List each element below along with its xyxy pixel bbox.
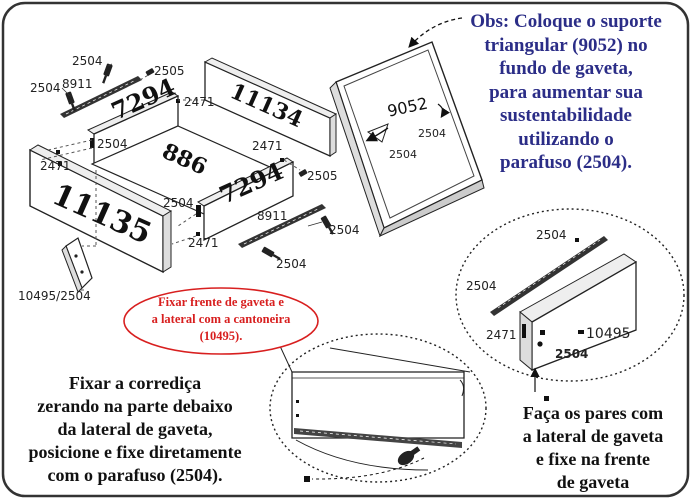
label-cam: 2471 (40, 159, 71, 173)
label-angle-combo: 10495/2504 (18, 289, 91, 303)
hardware-marks (56, 99, 284, 236)
slide-fixing-ellipse (269, 333, 487, 483)
label-slide: 8911 (62, 77, 93, 91)
front-panel (28, 144, 173, 274)
label-cam: 2471 (184, 95, 215, 109)
label-screw: 2504 (30, 81, 61, 95)
label-screw: 2504 (536, 228, 567, 242)
obs-line: fundo de gaveta, (499, 58, 633, 79)
instruction-line: Faça os pares com (522, 403, 664, 423)
slide-rail-bottom (238, 204, 326, 248)
corner-bracket (61, 237, 93, 293)
label-screw: 2504 (97, 137, 128, 151)
label-cam: 2471 (188, 236, 219, 250)
label-slide: 8911 (257, 209, 288, 223)
label-screw: 2504 (389, 148, 417, 161)
label-cam: 2471 (252, 139, 283, 153)
label-screw: 2504 (418, 127, 446, 140)
instruction-line: Fixar a corrediça (68, 373, 202, 393)
instruction-line: posicione e fixe diretamente (28, 442, 242, 462)
label-screw: 2504 (466, 279, 497, 293)
left-side-panel (86, 91, 180, 166)
drawer-bottom-view (329, 41, 485, 238)
note-line: a lateral com a cantoneira (151, 312, 291, 326)
label-cam: 2471 (486, 328, 517, 342)
label-dowel: 2505 (307, 169, 338, 183)
back-panel (203, 57, 338, 158)
label-angle: 10495 (586, 326, 631, 342)
red-note-ellipse (123, 287, 319, 355)
slide-fixing-instruction: Fixar a corrediça zerando na parte debai… (4, 372, 266, 487)
pairing-instruction: Faça os pares com a lateral de gaveta e … (500, 402, 686, 494)
obs-line: parafuso (2504). (500, 152, 632, 173)
instruction-line: com o parafuso (2504). (47, 465, 223, 485)
front-bracket-note: Fixar frente de gaveta e a lateral com a… (125, 294, 317, 345)
instruction-line: da lateral de gaveta, (57, 419, 213, 439)
label-dowel: 2505 (154, 64, 185, 78)
obs-line: triangular (9052) no (484, 34, 648, 56)
label-screw: 2504 (276, 257, 307, 271)
obs-pointer-arrow (408, 17, 463, 48)
note-line: (10495). (199, 329, 243, 343)
instruction-line: e fixe na frente (535, 449, 651, 469)
note-line: Fixar frente de gaveta e (158, 295, 284, 309)
instruction-line: zerando na parte debaixo (37, 396, 233, 416)
label-screw: 2504 (163, 196, 194, 210)
right-side-panel (197, 157, 294, 242)
instruction-line: de gaveta (556, 472, 630, 492)
label-screw: 2504 (72, 54, 103, 68)
obs-line: para aumentar sua (489, 81, 643, 103)
label-screw: 2504 (329, 223, 360, 237)
slide-rail-top (60, 76, 142, 118)
obs-line: Obs: Coloque o suporte (470, 11, 662, 32)
label-leaders (61, 63, 323, 291)
assembly-guides (39, 73, 301, 247)
label-screw: 2504 (555, 347, 589, 361)
screw-icons (65, 63, 335, 261)
observation-note: Obs: Coloque o suporte triangular (9052)… (452, 10, 680, 175)
instruction-line: a lateral de gaveta (522, 426, 664, 446)
slide-detail-ellipse (455, 208, 685, 401)
obs-line: sustentabilidade (500, 105, 632, 126)
obs-line: utilizando o (518, 128, 614, 150)
